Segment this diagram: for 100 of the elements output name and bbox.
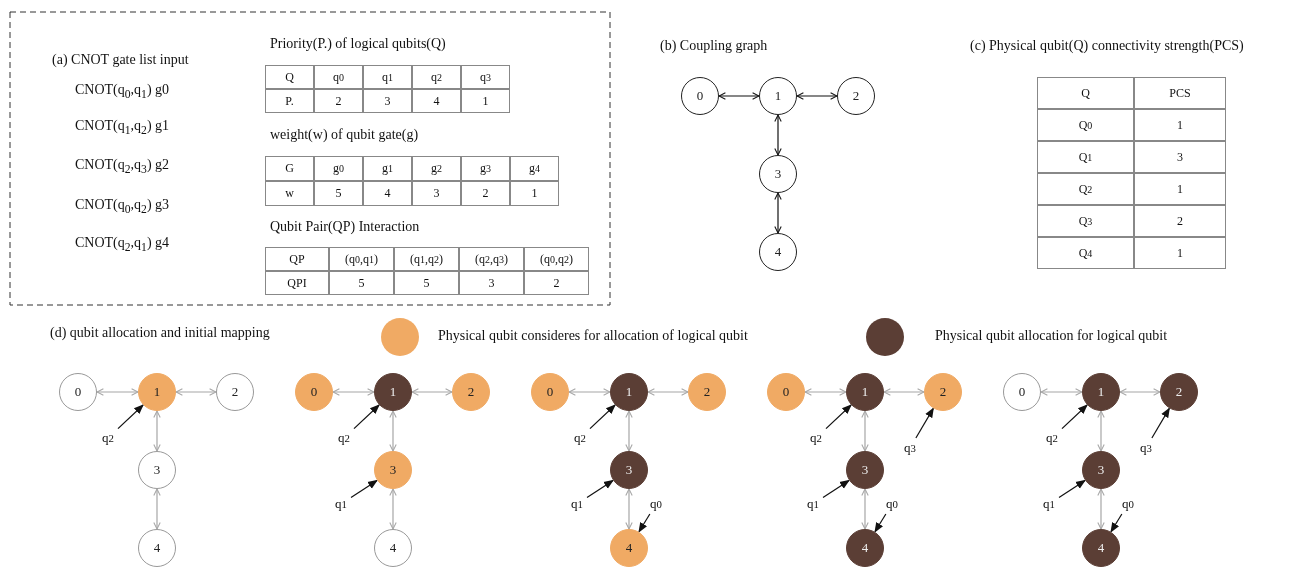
coupling-arrow xyxy=(883,388,925,396)
coupling-arrow xyxy=(1119,388,1161,396)
coupling-arrow xyxy=(774,114,782,156)
table-cell: QP xyxy=(265,247,329,271)
table-cell: Q xyxy=(265,65,314,89)
coupling-arrow xyxy=(1040,388,1083,396)
qubit-circle: 0 xyxy=(59,373,97,411)
qubit-circle: 0 xyxy=(295,373,333,411)
panel-title: (b) Coupling graph xyxy=(660,38,768,54)
qubit-circle: 1 xyxy=(759,77,797,115)
coupling-arrow xyxy=(796,92,838,100)
coupling-arrow xyxy=(861,410,869,452)
leader-arrow xyxy=(586,479,614,499)
coupling-arrow xyxy=(389,488,397,530)
qubit-circle: 1 xyxy=(1082,373,1120,411)
table-title: weight(w) of qubit gate(g) xyxy=(270,127,419,143)
leader-arrow xyxy=(1110,513,1123,533)
table-cell: 1 xyxy=(1134,173,1226,205)
table-cell: PCS xyxy=(1134,77,1226,109)
table-cell: 2 xyxy=(314,89,363,113)
gate-text: CNOT(q$_{0}$,q$_{1}$) g0 xyxy=(75,82,170,103)
table-title: Priority(P.) of logical qubits(Q) xyxy=(270,36,446,52)
coupling-arrow xyxy=(153,488,161,530)
qubit-circle: 0 xyxy=(681,77,719,115)
leader-arrow xyxy=(874,513,887,533)
table-cell: 2 xyxy=(1134,205,1226,237)
table-cell: 1 xyxy=(510,181,559,206)
coupling-arrow xyxy=(332,388,375,396)
qubit-circle: 1 xyxy=(610,373,648,411)
leader-arrow xyxy=(117,404,144,430)
coupling-arrow xyxy=(1097,488,1105,530)
coupling-arrow xyxy=(804,388,847,396)
qubit-circle: 3 xyxy=(1082,451,1120,489)
table-cell: 4 xyxy=(363,181,412,206)
leader-arrow xyxy=(915,407,934,439)
table-cell: 1 xyxy=(1134,237,1226,269)
leader-arrow xyxy=(638,513,651,533)
coupling-arrow xyxy=(389,410,397,452)
table-cell: Q xyxy=(1037,77,1134,109)
qubit-circle: 2 xyxy=(688,373,726,411)
table-cell: G xyxy=(265,156,314,181)
leader-arrow xyxy=(353,404,380,430)
table-cell: 5 xyxy=(394,271,459,295)
table-cell: 3 xyxy=(412,181,461,206)
table-cell: 3 xyxy=(459,271,524,295)
leader-arrow xyxy=(822,479,850,499)
coupling-arrow xyxy=(774,192,782,234)
qubit-circle: 0 xyxy=(767,373,805,411)
qubit-circle: 2 xyxy=(1160,373,1198,411)
table-cell: QPI xyxy=(265,271,329,295)
coupling-arrow xyxy=(96,388,139,396)
table-cell: 3 xyxy=(1134,141,1226,173)
table-cell: 1 xyxy=(1134,109,1226,141)
table-cell: w xyxy=(265,181,314,206)
table-cell: 2 xyxy=(524,271,589,295)
qubit-circle: 1 xyxy=(374,373,412,411)
leader-arrow xyxy=(1151,407,1170,439)
qubit-circle: 3 xyxy=(846,451,884,489)
qubit-circle: 3 xyxy=(759,155,797,193)
legend-label: Physical qubit consideres for allocation of logical qubit xyxy=(438,328,748,344)
qubit-circle: 3 xyxy=(138,451,176,489)
panel-title: (a) CNOT gate list input xyxy=(52,52,189,68)
leader-arrow xyxy=(589,404,616,430)
coupling-arrow xyxy=(625,488,633,530)
qubit-circle: 1 xyxy=(846,373,884,411)
coupling-arrow xyxy=(861,488,869,530)
legend-label: Physical qubit allocation for logical qubit xyxy=(935,328,1168,344)
qubit-circle: 2 xyxy=(216,373,254,411)
qubit-circle: 0 xyxy=(531,373,569,411)
qubit-circle: 2 xyxy=(452,373,490,411)
coupling-arrow xyxy=(1097,410,1105,452)
gate-text: CNOT(q$_{2}$,q$_{3}$) g2 xyxy=(75,157,170,178)
table-cell: P. xyxy=(265,89,314,113)
table-cell: 4 xyxy=(412,89,461,113)
coupling-arrow xyxy=(411,388,453,396)
table-cell: 5 xyxy=(329,271,394,295)
coupling-arrow xyxy=(718,92,760,100)
table-title: Qubit Pair(QP) Interaction xyxy=(270,219,420,235)
qubit-circle: 4 xyxy=(1082,529,1120,567)
qubit-circle: 3 xyxy=(610,451,648,489)
gate-text: CNOT(q$_{0}$,q$_{2}$) g3 xyxy=(75,197,170,218)
leader-arrow xyxy=(350,479,378,499)
qubit-circle: 3 xyxy=(374,451,412,489)
coupling-arrow xyxy=(175,388,217,396)
table-cell: 2 xyxy=(461,181,510,206)
qubit-circle: 2 xyxy=(837,77,875,115)
qubit-circle: 0 xyxy=(1003,373,1041,411)
panel-title: (d) qubit allocation and initial mapping xyxy=(50,325,270,341)
coupling-arrow xyxy=(568,388,611,396)
leader-arrow xyxy=(1058,479,1086,499)
gate-text: CNOT(q$_{1}$,q$_{2}$) g1 xyxy=(75,118,170,139)
coupling-arrow xyxy=(153,410,161,452)
coupling-arrow xyxy=(625,410,633,452)
gate-text: CNOT(q$_{2}$,q$_{1}$) g4 xyxy=(75,235,170,256)
leader-arrow xyxy=(825,404,852,430)
panel-title: (c) Physical qubit(Q) connectivity strength(PCS) xyxy=(970,38,1244,54)
leader-arrow xyxy=(1061,404,1088,430)
qubit-circle: 4 xyxy=(610,529,648,567)
qubit-circle: 2 xyxy=(924,373,962,411)
qubit-circle: 1 xyxy=(138,373,176,411)
